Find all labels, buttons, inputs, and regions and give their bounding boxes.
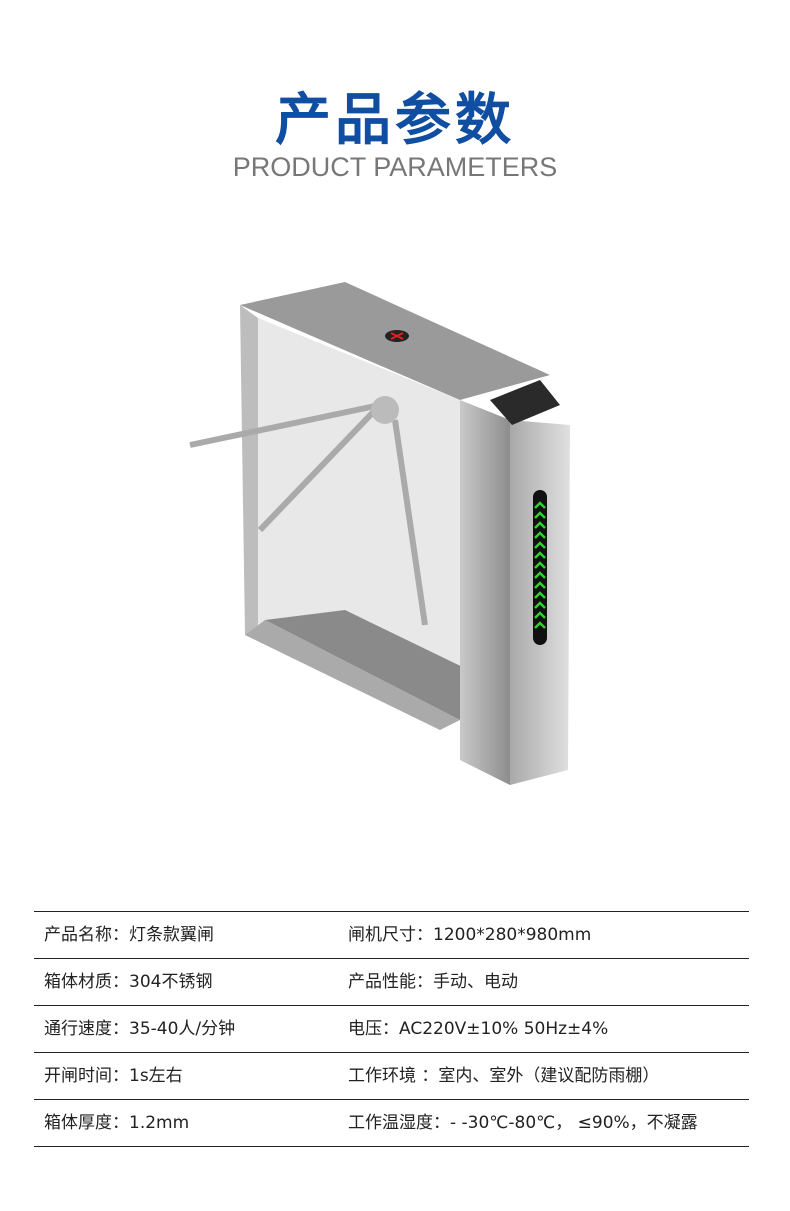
table-row: 产品名称：灯条款翼闸 闸机尺寸：1200*280*980mm xyxy=(34,912,749,959)
table-row: 箱体材质：304不锈钢 产品性能：手动、电动 xyxy=(34,959,749,1006)
table-row: 通行速度：35-40人/分钟 电压：AC220V±10% 50Hz±4% xyxy=(34,1006,749,1053)
param-temperature: 工作温湿度：- -30℃-80℃， ≤90%，不凝露 xyxy=(348,1113,698,1133)
parameters-table: 产品名称：灯条款翼闸 闸机尺寸：1200*280*980mm 箱体材质：304不锈… xyxy=(34,911,749,1147)
param-name: 产品名称：灯条款翼闸 xyxy=(44,925,214,945)
page-subtitle: PRODUCT PARAMETERS xyxy=(232,152,558,182)
param-open-time: 开闸时间：1s左右 xyxy=(44,1066,183,1086)
param-material: 箱体材质：304不锈钢 xyxy=(44,972,213,992)
tripod-turnstile-image xyxy=(189,282,570,785)
param-size: 闸机尺寸：1200*280*980mm xyxy=(348,925,592,945)
table-row: 开闸时间：1s左右 工作环境 ：室内、室外（建议配防雨棚） xyxy=(34,1053,749,1100)
table-row: 箱体厚度：1.2mm 工作温湿度：- -30℃-80℃， ≤90%，不凝露 xyxy=(34,1100,749,1147)
param-thickness: 箱体厚度：1.2mm xyxy=(44,1113,190,1133)
param-speed: 通行速度：35-40人/分钟 xyxy=(44,1019,236,1039)
param-environment: 工作环境 ：室内、室外（建议配防雨棚） xyxy=(348,1066,660,1086)
param-voltage: 电压：AC220V±10% 50Hz±4% xyxy=(348,1019,609,1039)
param-performance: 产品性能：手动、电动 xyxy=(348,972,518,992)
page-title: 产品参数 xyxy=(275,88,515,153)
